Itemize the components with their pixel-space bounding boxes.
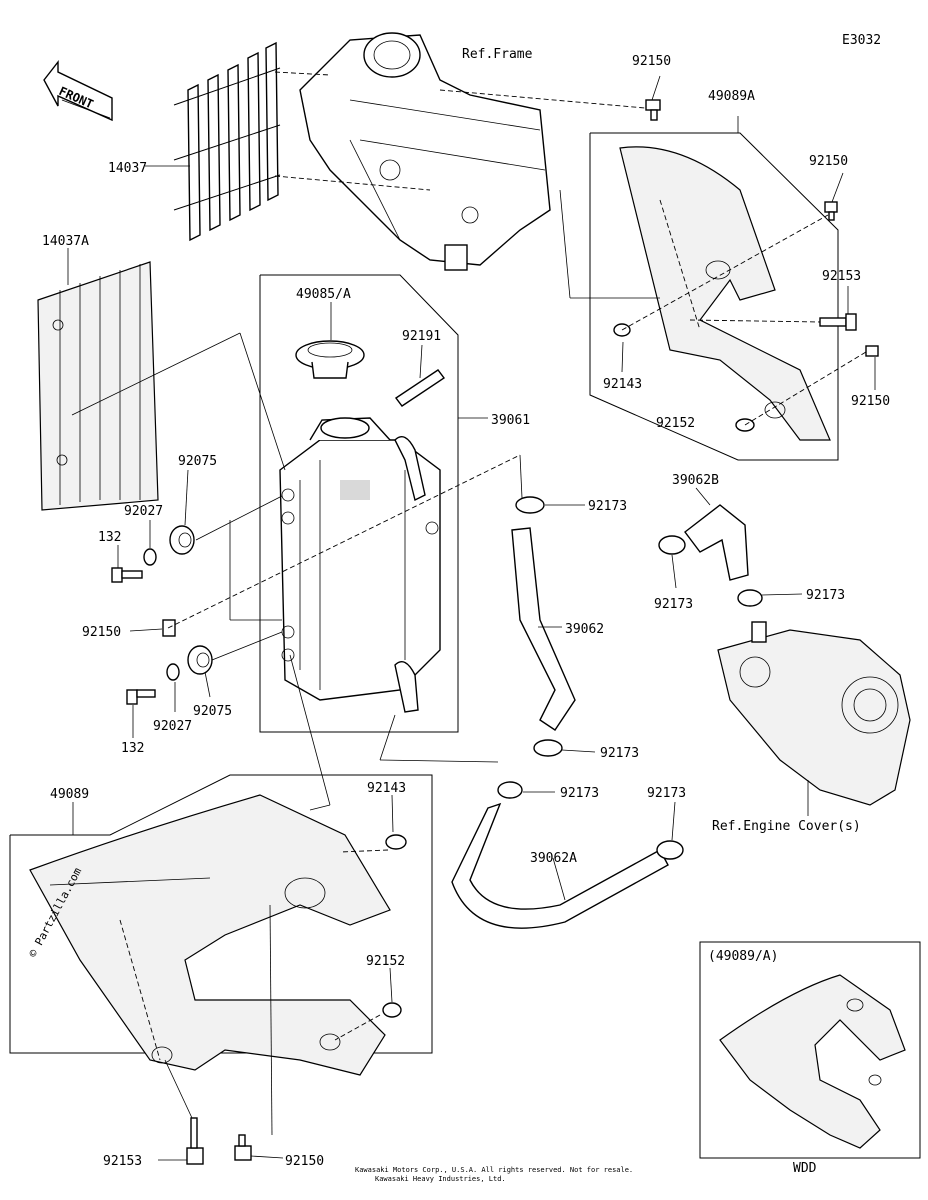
grommet-92152-bot [382,1002,402,1018]
label-14037: 14037 [108,161,147,176]
label-92027-bot: 92027 [153,719,192,734]
radiator-screen-part [37,261,159,511]
diagram-code: E3032 [842,33,881,48]
label-92075-bot: 92075 [193,704,232,719]
hose-39062-part [511,527,576,731]
label-92173-c: 92173 [806,588,845,603]
label-92150-right: 92150 [851,394,890,409]
label-49085A: 49085/A [296,287,351,302]
label-14037A: 14037A [42,234,89,249]
radiator-shroud-left-part [29,794,391,1076]
ref-engine-cover: Ref.Engine Cover(s) [712,819,861,834]
leader-lines [67,75,876,1161]
bolt-92150-right [865,345,879,357]
label-92173-d: 92173 [600,746,639,761]
label-92173-a: 92173 [588,499,627,514]
frame-part [299,32,551,271]
footer-line2: Kawasaki Heavy Industries, Ltd. [375,1175,506,1183]
label-92173-e: 92173 [560,786,599,801]
radiator-guard-part [173,41,281,242]
label-92075-top: 92075 [178,454,217,469]
label-92150-top: 92150 [632,54,671,69]
inset-title: (49089/A) [708,949,778,964]
label-92143-bot: 92143 [367,781,406,796]
label-92150-bot: 92150 [285,1154,324,1169]
label-92152-bot: 92152 [366,954,405,969]
label-132-top: 132 [98,530,121,545]
footer-line1: Kawasaki Motors Corp., U.S.A. All rights… [355,1166,633,1174]
bolt-92150-top [645,99,661,121]
clamp-92173-e [497,781,523,799]
label-92191: 92191 [402,329,441,344]
ref-frame: Ref.Frame [462,47,533,62]
label-132-bot: 132 [121,741,144,756]
hose-39062A-part [451,802,669,929]
washer-92027-bot [166,663,180,681]
label-39062A: 39062A [530,851,577,866]
radiator-cap-part [295,340,365,379]
bolt-92150-shroud [824,201,838,221]
breather-hose-part [394,369,446,407]
grommet-92075-top [169,525,195,555]
bolt-132-bot [126,689,156,705]
engine-cover-part [717,621,911,806]
label-92153-top: 92153 [822,269,861,284]
radiator-shroud-right-part [619,146,831,441]
part-labels: 92150 49089A 14037 92150 14037A 49085/A … [42,54,890,1169]
label-49089A: 49089A [708,89,755,104]
clamp-92173-f [656,840,684,860]
clamp-92173-d [533,739,563,757]
label-92143-top: 92143 [603,377,642,392]
label-92150-shroud: 92150 [809,154,848,169]
clamp-92173-c [737,589,763,607]
front-arrow-icon [43,59,113,122]
label-39061: 39061 [491,413,530,428]
inset-footer: WDD [793,1161,817,1176]
label-39062B: 39062B [672,473,719,488]
inset-box [699,941,921,1159]
label-92152-top: 92152 [656,416,695,431]
radiator-part [279,417,441,713]
clamp-92173-b [658,535,686,555]
label-92153-bot: 92153 [103,1154,142,1169]
label-92027-top: 92027 [124,504,163,519]
label-92173-b: 92173 [654,597,693,612]
grommet-92075-bot [187,645,213,675]
label-49089: 49089 [50,787,89,802]
label-92150-mid: 92150 [82,625,121,640]
label-92173-f: 92173 [647,786,686,801]
washer-92143-bot [385,834,407,850]
bolt-132-top [111,567,143,583]
clamp-92173-a [515,496,545,514]
bolt-92153-bot [186,1117,204,1165]
bolt-92150-bot [234,1134,252,1161]
label-39062: 39062 [565,622,604,637]
hose-39062B-part [684,504,749,581]
washer-92027-top [143,548,157,566]
assembly-lines [71,71,867,1136]
